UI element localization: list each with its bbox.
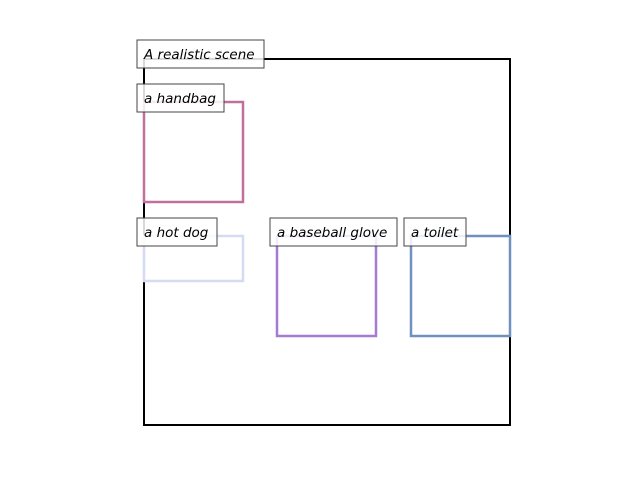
scene-title-label: A realistic scene: [136, 39, 265, 69]
svg-text:a handbag: a handbag: [144, 91, 216, 107]
svg-text:A realistic scene: A realistic scene: [143, 47, 255, 63]
toilet-box: [409, 234, 512, 338]
baseball-glove-label: a baseball glove: [269, 217, 398, 247]
hot-dog-label: a hot dog: [136, 217, 218, 247]
toilet-label: a toilet: [403, 217, 467, 247]
handbag-label: a handbag: [136, 83, 225, 113]
svg-text:a toilet: a toilet: [411, 225, 459, 241]
handbag-box: [142, 100, 245, 204]
svg-text:a baseball glove: a baseball glove: [277, 225, 387, 241]
svg-text:a hot dog: a hot dog: [144, 225, 209, 241]
baseball-glove-box: [275, 234, 378, 338]
